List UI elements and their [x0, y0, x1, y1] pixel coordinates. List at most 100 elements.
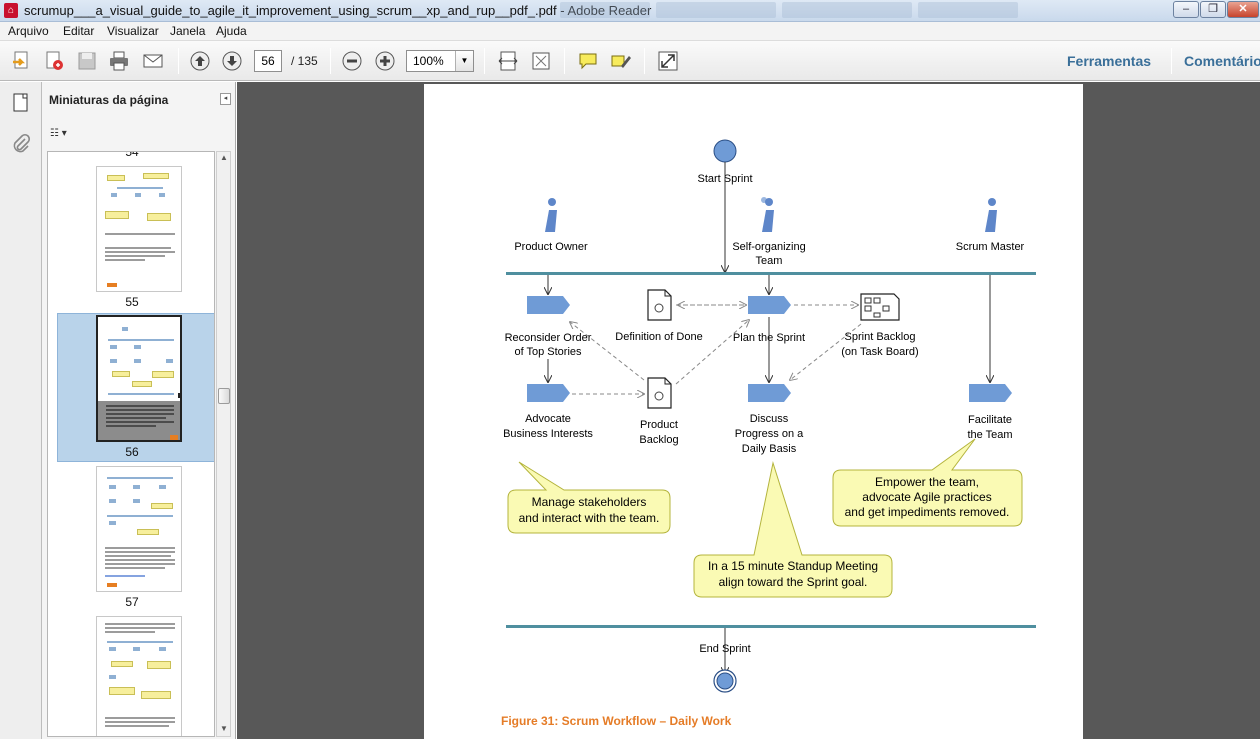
panel-title: Miniaturas da página [49, 93, 169, 107]
toolbar-separator [330, 48, 331, 74]
minus-circle-icon [342, 51, 362, 71]
envelope-icon [143, 54, 163, 68]
open-file-icon [13, 51, 28, 69]
title-bar: ⌂ scrumup___a_visual_guide_to_agile_it_i… [0, 0, 1260, 22]
comments-pane-button[interactable]: Comentário [1184, 53, 1260, 69]
thumbnail-page-57[interactable] [96, 466, 182, 592]
thumbnail-page-58[interactable] [96, 616, 182, 736]
expand-arrows-icon [658, 51, 678, 71]
note-standup-line2: align toward the Sprint goal. [719, 575, 868, 589]
note-empower [832, 438, 1023, 527]
paperclip-icon [13, 133, 31, 153]
acrobat-pdf-icon: ⌂ [4, 3, 18, 18]
navigation-strip [0, 82, 42, 739]
page-total: / 135 [291, 54, 318, 68]
minimize-button[interactable]: – [1173, 1, 1199, 18]
zoom-value: 100% [413, 54, 444, 68]
thumbnail-scrollbar[interactable]: ▲ ▼ [216, 151, 231, 737]
fit-width-button[interactable] [496, 49, 520, 73]
note-empower-line2: advocate Agile practices [862, 490, 991, 504]
activity-plan-icon [748, 296, 791, 314]
next-page-button[interactable] [220, 49, 244, 73]
role-team-line2: Team [756, 255, 783, 267]
thumbnail-options-button[interactable]: ☷ ▾ [50, 128, 67, 139]
thumbnail-label-55: 55 [125, 295, 139, 309]
comment-button[interactable] [576, 49, 600, 73]
menu-editar[interactable]: Editar [63, 24, 95, 38]
toolbar-separator [644, 48, 645, 74]
note-standup [693, 461, 893, 598]
swimlane-bottom-bar [506, 625, 1036, 628]
activity-discuss-line2: Progress on a [735, 428, 804, 440]
document-icon [647, 377, 672, 409]
activity-facilitate-icon [969, 384, 1012, 402]
thumbnail-list[interactable]: 54 55 [47, 151, 215, 737]
thumbnail-page-56[interactable] [96, 315, 182, 442]
activity-reconsider-icon [527, 296, 570, 314]
document-icon [647, 289, 672, 321]
thumbnails-panel: Miniaturas da página ◂ ☷ ▾ 54 55 [42, 82, 236, 739]
scroll-down-arrow-icon[interactable]: ▼ [220, 724, 228, 733]
toolbar-separator [178, 48, 179, 74]
fit-page-button[interactable] [529, 49, 553, 73]
scrum-workflow-diagram: Start Sprint Product Owner Self-organizi… [503, 139, 1036, 693]
create-pdf-button[interactable] [42, 49, 66, 73]
toolbar-separator [484, 48, 485, 74]
zoom-select[interactable]: 100% ▼ [406, 50, 474, 72]
highlight-button[interactable] [608, 49, 632, 73]
scroll-up-arrow-icon[interactable]: ▲ [220, 153, 228, 162]
zoom-in-button[interactable] [373, 49, 397, 73]
menu-ajuda[interactable]: Ajuda [216, 24, 247, 38]
role-team-line1: Self-organizing [732, 241, 805, 253]
toolbar: 56 / 135 100% ▼ Ferramentas Comentário [0, 41, 1260, 81]
activity-discuss-line3: Daily Basis [742, 443, 797, 455]
chevron-down-icon[interactable]: ▼ [455, 51, 473, 71]
activity-discuss-line1: Discuss [750, 413, 789, 425]
menu-janela[interactable]: Janela [170, 24, 206, 38]
artifact-backlog-line2: Backlog [639, 434, 678, 446]
activity-discuss-icon [748, 384, 791, 402]
activity-advocate-line1: Advocate [525, 413, 571, 425]
printer-icon [110, 51, 128, 71]
activity-reconsider-line2: of Top Stories [514, 346, 582, 358]
artifact-sprint-backlog-line2: (on Task Board) [841, 346, 918, 358]
thumbnail-label-57: 57 [125, 595, 139, 609]
artifact-sprint-backlog-line1: Sprint Backlog [845, 331, 916, 343]
tools-pane-button[interactable]: Ferramentas [1067, 53, 1152, 69]
attachments-button[interactable] [9, 132, 33, 156]
fit-page-icon [532, 52, 550, 70]
menu-bar: Arquivo Editar Visualizar Janela Ajuda [0, 22, 1260, 41]
thumbnail-page-55[interactable] [96, 166, 182, 292]
team-icon [761, 197, 774, 232]
create-pdf-icon [46, 51, 63, 70]
person-icon [985, 198, 997, 232]
collapse-panel-button[interactable]: ◂ [220, 93, 231, 105]
menu-arquivo[interactable]: Arquivo [8, 24, 49, 38]
person-icon [545, 198, 557, 232]
artifact-backlog-line1: Product [640, 419, 678, 431]
highlighter-pen-icon [611, 55, 631, 68]
toolbar-separator [564, 48, 565, 74]
previous-page-button[interactable] [188, 49, 212, 73]
menu-visualizar[interactable]: Visualizar [107, 24, 159, 38]
maximize-button[interactable]: ❐ [1200, 1, 1226, 18]
role-scrum-master: Scrum Master [956, 241, 1025, 253]
page-number-input[interactable]: 56 [254, 50, 282, 72]
arrow-up-circle-icon [190, 51, 210, 71]
full-screen-button[interactable] [656, 49, 680, 73]
open-button[interactable] [10, 49, 34, 73]
fit-page-width-icon [498, 51, 518, 71]
save-button[interactable] [75, 49, 99, 73]
note-standup-line1: In a 15 minute Standup Meeting [708, 559, 878, 573]
print-button[interactable] [107, 49, 131, 73]
close-button[interactable]: ✕ [1227, 1, 1259, 18]
activity-advocate-line2: Business Interests [503, 428, 593, 440]
zoom-out-button[interactable] [340, 49, 364, 73]
note-empower-line1: Empower the team, [875, 475, 979, 489]
end-label: End Sprint [699, 643, 750, 655]
email-button[interactable] [141, 49, 165, 73]
task-board-icon [860, 293, 900, 321]
scrollbar-thumb[interactable] [218, 388, 230, 404]
note-stakeholders-line2: and interact with the team. [519, 511, 660, 525]
page-thumbnails-button[interactable] [9, 90, 33, 114]
